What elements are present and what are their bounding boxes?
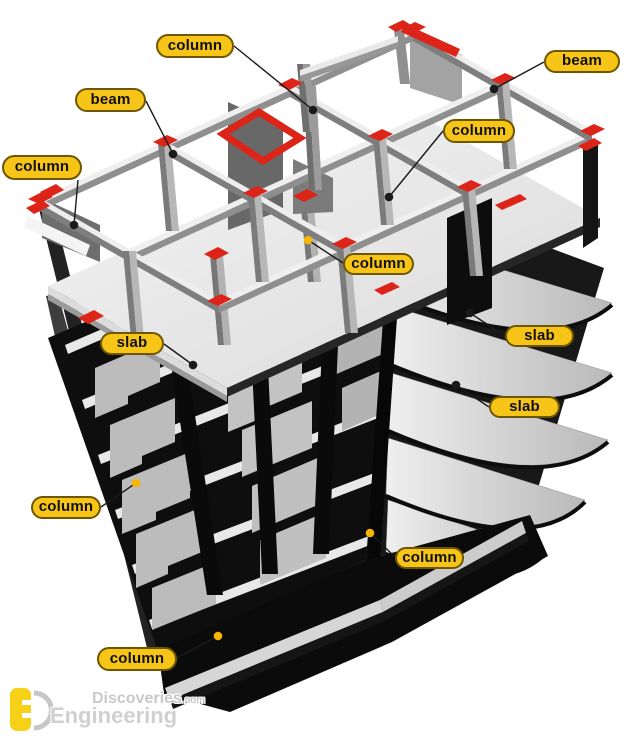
label-pill-beam-upper-right: beam — [544, 50, 620, 73]
label-pill-column-lower-right: column — [395, 547, 464, 569]
watermark-engineering-text: Engineering — [50, 703, 178, 728]
label-pill-column-mid: column — [343, 253, 414, 275]
label-pill-column-top: column — [156, 34, 234, 58]
label-pill-slab-left: slab — [100, 332, 164, 355]
label-pill-beam-upper-left: beam — [75, 88, 146, 112]
label-pill-column-left: column — [2, 155, 82, 180]
label-pill-slab-right-2: slab — [489, 396, 560, 418]
watermark-discoveries-text: Discoveries.com — [92, 690, 206, 707]
label-pill-slab-right-1: slab — [505, 325, 574, 347]
label-pill-column-lower-left: column — [31, 496, 101, 519]
label-pill-column-bottom: column — [97, 647, 177, 671]
ed-monogram-icon — [10, 688, 54, 731]
red-joints — [26, 20, 605, 324]
watermark-logo: Discoveries.com Engineering — [8, 682, 268, 740]
label-pill-column-upper-right: column — [443, 119, 515, 143]
